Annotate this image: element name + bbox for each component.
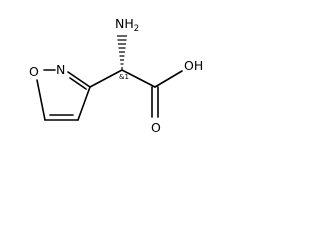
- hashed-wedge-bond: [117, 35, 127, 69]
- bond-n2-c3-inner: [69, 77, 87, 90]
- bond-alpha-carboxyl: [121, 69, 156, 88]
- amino-label: NH2: [115, 16, 139, 34]
- ring-nitrogen-label: N: [56, 62, 65, 77]
- bond-c3-c4: [77, 86, 91, 121]
- stereo-label: &1: [119, 73, 129, 81]
- bond-carboxyl-hydroxyl: [154, 70, 183, 88]
- bond-c3-alpha: [89, 69, 123, 88]
- structure-diagram: NH2 N O OH O &1: [29, 16, 203, 135]
- bond-c5-o1: [36, 79, 46, 121]
- isoxazole-ring: [36, 69, 91, 121]
- carbonyl-oxygen-label: O: [151, 120, 161, 135]
- hydroxyl-label: OH: [184, 58, 203, 73]
- ring-oxygen-label: O: [29, 64, 39, 79]
- bond-n2-c3: [67, 71, 91, 88]
